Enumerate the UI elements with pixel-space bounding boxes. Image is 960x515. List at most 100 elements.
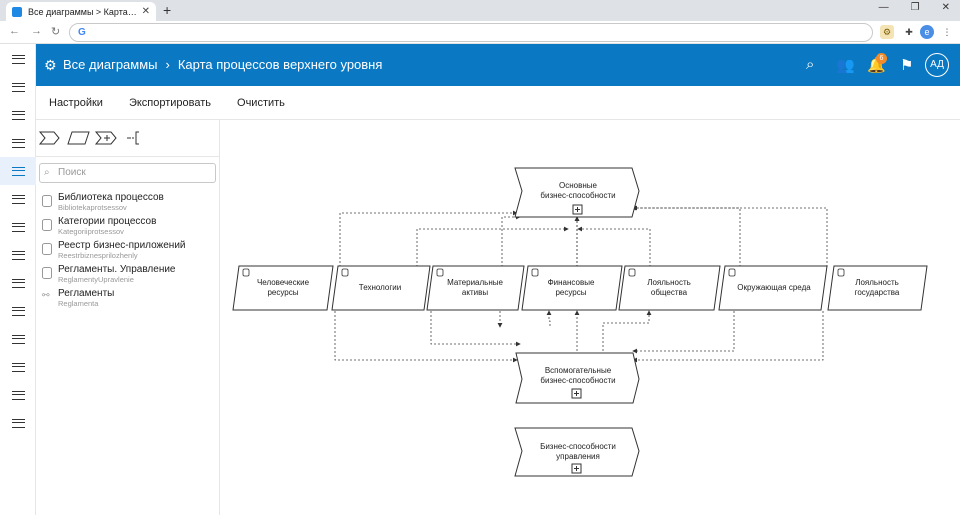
label-line: управления — [556, 452, 600, 461]
resource-box[interactable] — [618, 265, 721, 311]
item-code: Reglamenta — [58, 299, 99, 308]
middle-capability-shape[interactable] — [515, 352, 640, 404]
data-shape-icon[interactable] — [67, 131, 90, 145]
item-code: ReglamentyUpravlenie — [58, 275, 134, 284]
rail-item-2[interactable] — [0, 73, 36, 101]
label-line: Человеческие — [256, 278, 310, 287]
list-item[interactable]: Регламенты. Управление ReglamentyUpravle… — [42, 264, 186, 288]
rail-item-12[interactable] — [0, 353, 36, 381]
avatar[interactable]: АД — [925, 53, 949, 77]
rail-item-1[interactable] — [0, 45, 36, 73]
search-input[interactable]: ⌕ Поиск — [39, 163, 216, 183]
close-window-icon[interactable]: ✕ — [941, 2, 950, 13]
resource-label: Лояльность государства — [832, 278, 922, 298]
top-capability-label: Основные бизнес-способности — [520, 181, 636, 201]
rail-item-5[interactable] — [0, 157, 36, 185]
resource-label: Финансовые ресурсы — [526, 278, 616, 298]
browser-toolbar: ← → ↻ G ⚙ ✚ e ⋮ — [0, 21, 960, 44]
clear-button[interactable]: Очистить — [237, 96, 285, 109]
rail-item-9[interactable] — [0, 269, 36, 297]
database-icon — [42, 243, 52, 255]
label-line: общества — [650, 288, 688, 297]
gear-icon[interactable]: ⚙ — [44, 57, 57, 73]
breadcrumb-separator: › — [165, 57, 170, 72]
rail-item-7[interactable] — [0, 213, 36, 241]
top-capability-shape[interactable] — [514, 167, 640, 218]
tab-title: Все диаграммы > Карта процесс — [28, 6, 138, 17]
resource-box[interactable] — [827, 265, 928, 311]
subprocess-shape-icon[interactable] — [94, 131, 117, 145]
resource-box[interactable] — [718, 265, 828, 311]
settings-button[interactable]: Настройки — [49, 96, 103, 109]
rail-item-4[interactable] — [0, 129, 36, 157]
reload-icon[interactable]: ↻ — [51, 26, 61, 38]
menu-icon — [11, 138, 25, 148]
app-header: ⚙ Все диаграммы › Карта процессов верхне… — [36, 44, 960, 86]
shape-palette — [36, 120, 219, 157]
rail-item-3[interactable] — [0, 101, 36, 129]
resource-shapes — [232, 265, 928, 311]
close-tab-icon[interactable]: ✕ — [141, 6, 150, 17]
breadcrumb: Все диаграммы › Карта процессов верхнего… — [63, 57, 382, 72]
rail-item-13[interactable] — [0, 381, 36, 409]
label-line: Лояльность — [855, 278, 899, 287]
resource-box[interactable] — [521, 265, 623, 311]
rail-item-10[interactable] — [0, 297, 36, 325]
resource-label: Технологии — [336, 283, 424, 293]
google-icon: G — [78, 27, 86, 38]
list-item[interactable]: Реестр бизнес-приложений Reestrbiznespri… — [42, 240, 186, 264]
label-line: Материальные — [447, 278, 503, 287]
menu-icon — [11, 390, 25, 400]
browser-tab-strip: Все диаграммы > Карта процесс ✕ + — ❐ ✕ — [0, 0, 960, 21]
address-bar[interactable]: G — [69, 23, 873, 42]
rail-item-11[interactable] — [0, 325, 36, 353]
list-item[interactable]: Библиотека процессов Bibliotekaprotsesso… — [42, 192, 186, 216]
extension-icon[interactable]: ⚙ — [880, 25, 894, 39]
annotation-shape-icon[interactable] — [127, 131, 139, 145]
list-item[interactable]: Категории процессов Kategoriiprotsessov — [42, 216, 186, 240]
new-tab-button[interactable]: + — [163, 2, 172, 18]
diagram-drawing — [232, 167, 928, 477]
rail-item-6[interactable] — [0, 185, 36, 213]
export-button[interactable]: Экспортировать — [128, 96, 212, 109]
rail-item-14[interactable] — [0, 409, 36, 437]
browser-tab[interactable]: Все диаграммы > Карта процесс ✕ — [6, 2, 156, 21]
resource-box[interactable] — [331, 265, 431, 311]
browser-menu-icon[interactable]: ⋮ — [942, 27, 952, 37]
database-icon — [42, 219, 52, 231]
label-line: Лояльность — [647, 278, 691, 287]
restore-icon[interactable]: ❐ — [910, 2, 920, 13]
resource-box[interactable] — [426, 265, 525, 311]
back-icon[interactable]: ← — [9, 25, 20, 37]
flag-icon[interactable]: ⚑ — [900, 57, 914, 74]
menu-icon — [11, 166, 25, 176]
menu-icon — [11, 82, 25, 92]
resource-box[interactable] — [232, 265, 334, 311]
menu-icon — [11, 194, 25, 204]
menu-icon — [11, 306, 25, 316]
breadcrumb-root[interactable]: Все диаграммы — [63, 57, 158, 72]
label-line: бизнес-способности — [540, 376, 616, 385]
forward-icon[interactable]: → — [31, 25, 42, 37]
puzzle-icon[interactable]: ✚ — [905, 27, 913, 37]
label-line: бизнес-способности — [540, 191, 616, 200]
action-menu: Настройки Экспортировать Очистить — [36, 86, 960, 120]
list-item[interactable]: ⚯ Регламенты Reglamenta — [42, 288, 186, 312]
profile-icon[interactable]: e — [920, 25, 934, 39]
menu-icon — [11, 418, 25, 428]
label-line: Бизнес-способности — [540, 442, 616, 451]
users-icon[interactable]: 👥 — [836, 57, 855, 74]
diagram-canvas[interactable]: Основные бизнес-способности Вспомогатель… — [220, 121, 960, 515]
rail-item-8[interactable] — [0, 241, 36, 269]
label-line: Основные — [559, 181, 597, 190]
item-code: Kategoriiprotsessov — [58, 227, 124, 236]
bottom-capability-shape[interactable] — [514, 427, 640, 477]
library-tree: Библиотека процессов Bibliotekaprotsesso… — [42, 192, 186, 312]
search-icon[interactable]: ⌕ — [806, 56, 815, 73]
minimize-icon[interactable]: — — [878, 2, 889, 13]
process-shape-icon[interactable] — [38, 131, 60, 145]
item-name: Категории процессов — [58, 216, 157, 227]
label-line: ресурсы — [267, 288, 299, 297]
label-line: государства — [854, 288, 900, 297]
menu-icon — [11, 250, 25, 260]
